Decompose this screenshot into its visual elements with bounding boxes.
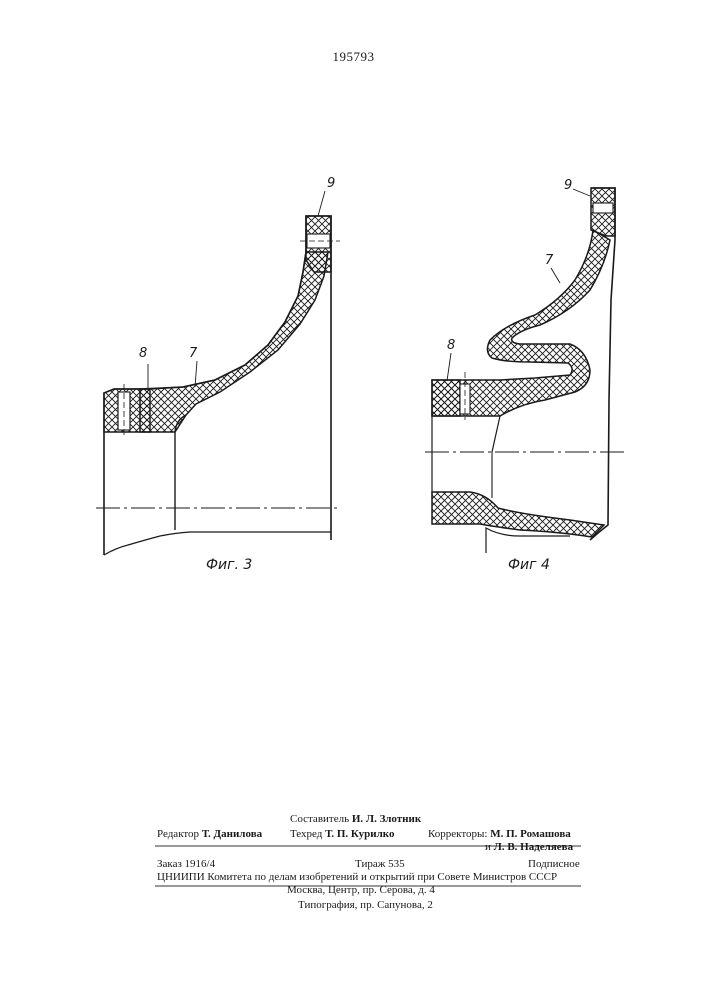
techred-line: Техред Т. П. Курилко xyxy=(290,827,394,841)
compiler-line: Составитель И. Л. Злотник xyxy=(290,812,421,826)
proofreader-1: М. П. Ромашова xyxy=(490,828,571,840)
printing-house: Типография, пр. Сапунова, 2 xyxy=(298,898,433,912)
compiler-label: Составитель xyxy=(290,813,349,825)
fig4-callout-9: 9 xyxy=(564,178,572,193)
fig3-callout-7: 7 xyxy=(189,346,197,361)
institute-line: ЦНИИПИ Комитета по делам изобретений и о… xyxy=(157,870,557,884)
techred-name: Т. П. Курилко xyxy=(325,828,394,840)
proofreaders-line: Корректоры: М. П. Ромашова xyxy=(428,827,571,841)
techred-label: Техред xyxy=(290,828,322,840)
figure-3-drawing xyxy=(96,191,340,555)
order-number: Заказ 1916/4 xyxy=(157,857,215,871)
fig4-callout-8: 8 xyxy=(447,338,455,353)
proofreader-2-prefix: и xyxy=(485,841,491,853)
editor-label: Редактор xyxy=(157,828,199,840)
fig3-callout-8: 8 xyxy=(139,346,147,361)
editor-name: Т. Данилова xyxy=(202,828,262,840)
figure-4-drawing xyxy=(425,188,625,553)
editor-line: Редактор Т. Данилова xyxy=(157,827,262,841)
address-line: Москва, Центр, пр. Серова, д. 4 xyxy=(287,883,435,897)
proofreader-2: Л. В. Наделяева xyxy=(494,841,573,853)
subscription: Подписное xyxy=(528,857,580,871)
fig3-callout-9: 9 xyxy=(327,176,335,191)
proofreaders-label: Корректоры: xyxy=(428,828,487,840)
print-run: Тираж 535 xyxy=(355,857,405,871)
compiler-name: И. Л. Злотник xyxy=(352,813,421,825)
proofreader-2-line: и Л. В. Наделяева xyxy=(485,840,573,854)
fig4-caption: Фиг 4 xyxy=(508,557,550,573)
fig3-caption: Фиг. 3 xyxy=(206,557,252,573)
fig4-callout-7: 7 xyxy=(545,253,553,268)
